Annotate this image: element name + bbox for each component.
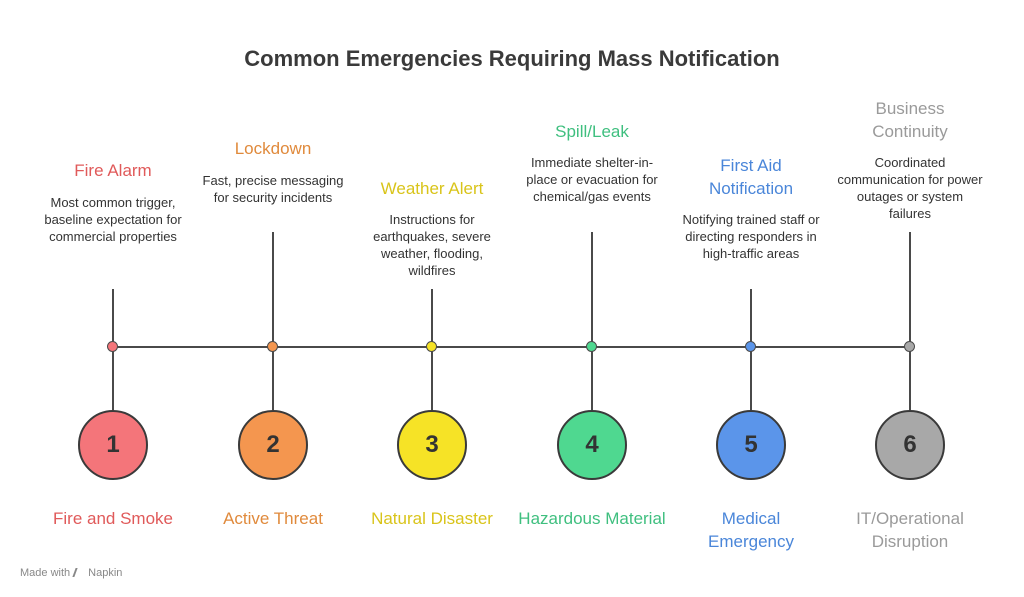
page-title: Common Emergencies Requiring Mass Notifi… [244, 46, 780, 71]
event-heading: Lockdown [234, 139, 312, 158]
connector-line-bottom [112, 348, 114, 410]
event-column-6: Business Continuity Coordinated communic… [830, 0, 990, 597]
event-category: Fire and Smoke [53, 509, 173, 528]
event-category: Medical Emergency [708, 509, 794, 551]
number-circle: 2 [238, 410, 308, 480]
connector-line-top [431, 289, 433, 346]
event-category: Active Threat [223, 509, 323, 528]
napkin-logo-icon [72, 568, 87, 577]
event-column-5: First Aid Notification Notifying trained… [671, 0, 831, 597]
number-circle: 5 [716, 410, 786, 480]
connector-line-bottom [431, 348, 433, 410]
timeline-dot [745, 341, 756, 352]
timeline-dot [267, 341, 278, 352]
timeline-axis [113, 346, 910, 348]
timeline-dot [426, 341, 437, 352]
event-description: Notifying trained staff or directing res… [682, 212, 820, 261]
number-circle: 3 [397, 410, 467, 480]
event-heading: First Aid Notification [708, 156, 794, 198]
event-description: Immediate shelter-in-place or evacuation… [526, 155, 658, 204]
connector-line-top [750, 289, 752, 346]
connector-line-bottom [909, 348, 911, 410]
connector-line-top [272, 232, 274, 346]
event-column-3: Weather Alert Instructions for earthquak… [352, 0, 512, 597]
event-category: IT/Operational Disruption [856, 509, 964, 551]
event-description: Fast, precise messaging for security inc… [202, 173, 344, 205]
footer-prefix: Made with [20, 567, 71, 579]
event-category: Hazardous Material [518, 509, 666, 528]
connector-line-top [591, 232, 593, 346]
event-column-1: Fire Alarm Most common trigger, baseline… [33, 0, 193, 597]
connector-line-bottom [272, 348, 274, 410]
event-category: Natural Disaster [371, 509, 493, 528]
event-description: Instructions for earthquakes, severe wea… [373, 212, 491, 278]
connector-line-top [112, 289, 114, 346]
number-circle: 1 [78, 410, 148, 480]
timeline-dot [107, 341, 118, 352]
footer-credit: Made with Napkin [20, 567, 122, 579]
event-column-2: Lockdown Fast, precise messaging for sec… [193, 0, 353, 597]
event-description: Coordinated communication for power outa… [837, 155, 983, 221]
event-heading: Weather Alert [380, 179, 484, 198]
connector-line-top [909, 232, 911, 346]
event-column-4: Spill/Leak Immediate shelter-in-place or… [512, 0, 672, 597]
event-heading: Fire Alarm [74, 161, 152, 180]
event-heading: Spill/Leak [555, 122, 629, 141]
number-circle: 6 [875, 410, 945, 480]
event-heading: Business Continuity [872, 99, 948, 141]
connector-line-bottom [591, 348, 593, 410]
timeline-dot [586, 341, 597, 352]
event-description: Most common trigger, baseline expectatio… [44, 195, 182, 244]
connector-line-bottom [750, 348, 752, 410]
footer-brand: Napkin [88, 567, 123, 579]
timeline-dot [904, 341, 915, 352]
number-circle: 4 [557, 410, 627, 480]
